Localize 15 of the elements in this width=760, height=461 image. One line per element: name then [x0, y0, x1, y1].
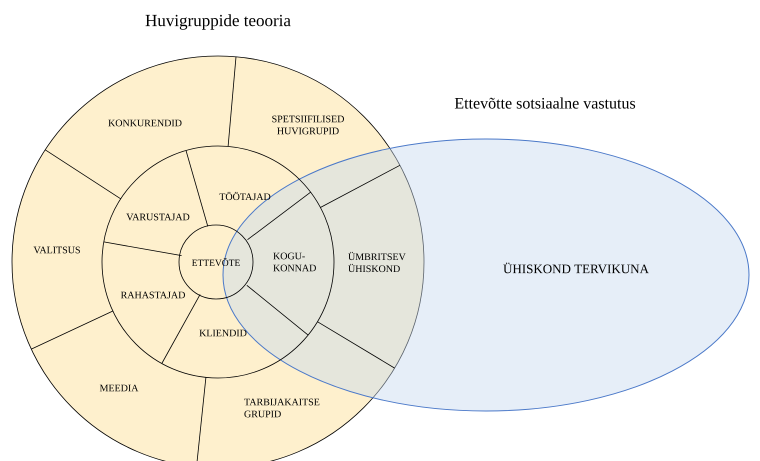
- ellipse-label: ÜHISKOND TERVIKUNA: [503, 262, 649, 274]
- stakeholder-circle: [12, 56, 424, 461]
- stakeholder-label: RAHASTAJAD: [120, 292, 185, 298]
- stakeholder-label: SPETSIIFILISED HUVIGRUPID: [272, 116, 344, 134]
- ellipse-heading: Ettevõtte sotsiaalne vastutus: [454, 97, 636, 109]
- stakeholder-label: VALITSUS: [34, 246, 80, 254]
- stakeholder-label: KLIENDID: [199, 330, 246, 336]
- stakeholder-label: KOGU- KONNAD: [273, 252, 316, 272]
- stakeholder-label: MEEDIA: [100, 384, 138, 392]
- stakeholder-label: TARBIJAKAITSE GRUPID: [244, 398, 320, 418]
- stakeholder-label: KONKURENDID: [108, 120, 182, 126]
- stakeholder-label: ÜMBRITSEV ÜHISKOND: [348, 252, 406, 272]
- stakeholder-label: TÖÖTAJAD: [219, 192, 270, 200]
- circle-heading: Huvigruppide teooria: [146, 14, 291, 30]
- stakeholder-label: VARUSTAJAD: [126, 214, 190, 220]
